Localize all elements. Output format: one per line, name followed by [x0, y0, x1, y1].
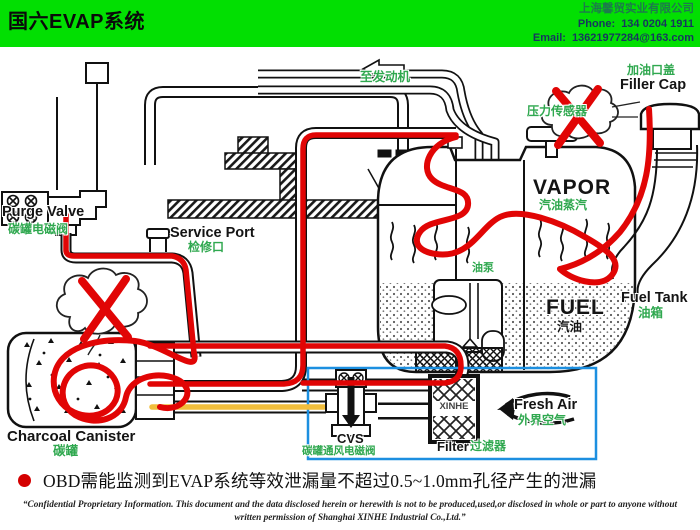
- evap-schematic: [1, 58, 700, 461]
- label-fuel-cn: 汽油: [557, 320, 583, 334]
- obd-note-text: OBD需能监测到EVAP系统等效泄漏量不超过0.5~1.0mm孔径产生的泄漏: [43, 471, 597, 491]
- label-fuel-en: FUEL: [546, 296, 605, 319]
- filler-cap: [639, 102, 700, 150]
- vent-system-highlight-box: [306, 366, 598, 461]
- label-charcoal-canister-cn: 碳罐: [53, 444, 79, 458]
- footer: “Confidential Proprietary Information. T…: [0, 499, 700, 525]
- label-filler-cap-en: Filler Cap: [620, 77, 687, 93]
- label-filler-cap-cn: 加油口盖: [627, 63, 676, 77]
- to-engine-arrow-icon: [361, 58, 405, 80]
- label-vapor-cn: 汽油蒸汽: [539, 198, 588, 212]
- confidential-notice: “Confidential Proprietary Information. T…: [22, 500, 678, 523]
- header-bar: 国六EVAP系统 上海馨贸实业有限公司 Phone: 134 0204 1911 …: [0, 0, 700, 47]
- label-filter-cn: 过滤器: [470, 439, 507, 453]
- company-name: 上海馨贸实业有限公司: [579, 3, 694, 15]
- label-service-port-en: Service Port: [170, 225, 255, 241]
- label-cvs-en: CVS: [337, 431, 364, 446]
- label-fresh-air-en: Fresh Air: [514, 397, 578, 413]
- label-vapor-en: VAPOR: [533, 176, 612, 199]
- fresh-air-arrows-icon: [497, 391, 575, 425]
- contact-block: 上海馨贸实业有限公司 Phone: 134 0204 1911 Email: 136…: [533, 2, 694, 46]
- label-cvs-cn: 碳罐通风电磁阀: [302, 445, 376, 457]
- red-marker-traces: [50, 85, 653, 424]
- email-label: Email:: [532, 32, 566, 45]
- label-fuel-tank-en: Fuel Tank: [621, 290, 688, 306]
- phone-label: Phone:: [577, 17, 616, 30]
- bullet-dot-icon: [18, 474, 31, 487]
- red-x-canister-icon: [78, 275, 132, 343]
- vent-pipes-to-engine: [258, 69, 500, 282]
- phone-row: Phone: 134 0204 1911: [533, 17, 694, 31]
- air-filter: [428, 374, 480, 444]
- label-pressure-sensor: 压力传感器: [527, 104, 588, 118]
- label-to-engine: 至发动机: [360, 70, 411, 84]
- service-port: [146, 228, 170, 252]
- phone-value: 134 0204 1911: [621, 17, 694, 30]
- label-service-port-cn: 检修口: [188, 240, 225, 254]
- label-filter-brand: XINHE: [439, 401, 469, 412]
- label-fuel-tank-cn: 油箱: [638, 306, 664, 320]
- red-x-filler-icon: [552, 85, 604, 149]
- label-filter-en: Filter: [437, 439, 469, 454]
- email-row: Email: 13621977284@163.com: [533, 31, 694, 45]
- label-purge-valve-cn: 碳罐电磁阀: [8, 222, 69, 236]
- label-fresh-air-cn: 外界空气: [518, 413, 567, 427]
- obd-note: OBD需能监测到EVAP系统等效泄漏量不超过0.5~1.0mm孔径产生的泄漏: [18, 468, 690, 493]
- page-title: 国六EVAP系统: [8, 11, 145, 33]
- label-fuel-pump-cn: 油泵: [470, 262, 496, 275]
- label-purge-valve-en: Purge Valve: [2, 204, 85, 220]
- purge-valve: [1, 190, 107, 236]
- label-charcoal-canister-en: Charcoal Canister: [7, 428, 136, 445]
- email-value: 13621977284@163.com: [571, 32, 694, 45]
